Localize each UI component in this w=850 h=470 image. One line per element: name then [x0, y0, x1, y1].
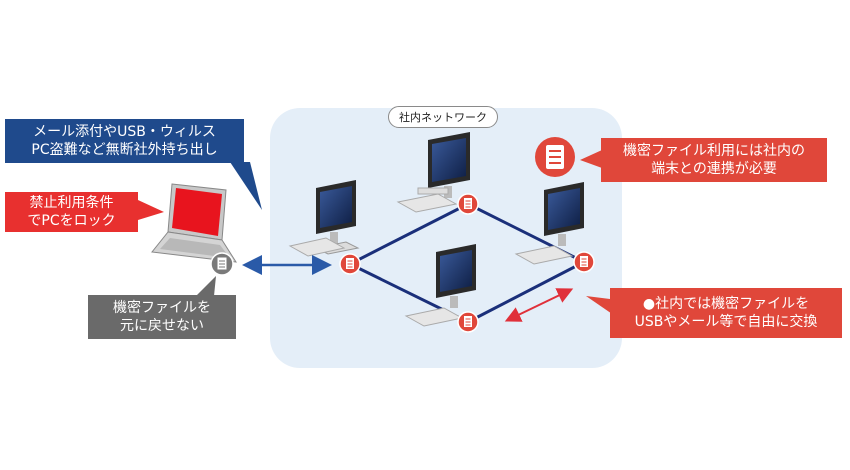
- file-badge-left: [339, 253, 361, 275]
- leak-callout: メール添付やUSB・ウィルス PC盗難など無断社外持ち出し: [5, 119, 244, 163]
- laptop: [151, 183, 237, 263]
- lock-callout-tail: [138, 200, 164, 220]
- leak-callout-tail: [230, 162, 262, 210]
- large-file-icon: [535, 137, 575, 177]
- desktop-pc-bottom: [404, 244, 476, 327]
- desktop-pc-top: [396, 132, 470, 213]
- restore-callout-tail: [196, 276, 216, 296]
- desktop-pc-left: [288, 180, 360, 257]
- restore-callout: 機密ファイルを 元に戻せない: [88, 295, 236, 339]
- red-double-arrow: [504, 288, 574, 322]
- file-badge-right: [573, 251, 595, 273]
- file-badge-top: [457, 193, 479, 215]
- desktop-pc-right: [514, 182, 584, 265]
- file-badge-bottom: [457, 311, 479, 333]
- laptop-file-badge: [210, 252, 234, 276]
- requirement-callout: 機密ファイル利用には社内の 端末との連携が必要: [601, 138, 827, 182]
- network-label: 社内ネットワーク: [388, 106, 498, 128]
- requirement-callout-tail: [580, 150, 602, 168]
- lock-callout: 禁止利用条件 でPCをロック: [5, 192, 138, 232]
- exchange-callout: ●社内では機密ファイルを USBやメール等で自由に交換: [610, 288, 842, 338]
